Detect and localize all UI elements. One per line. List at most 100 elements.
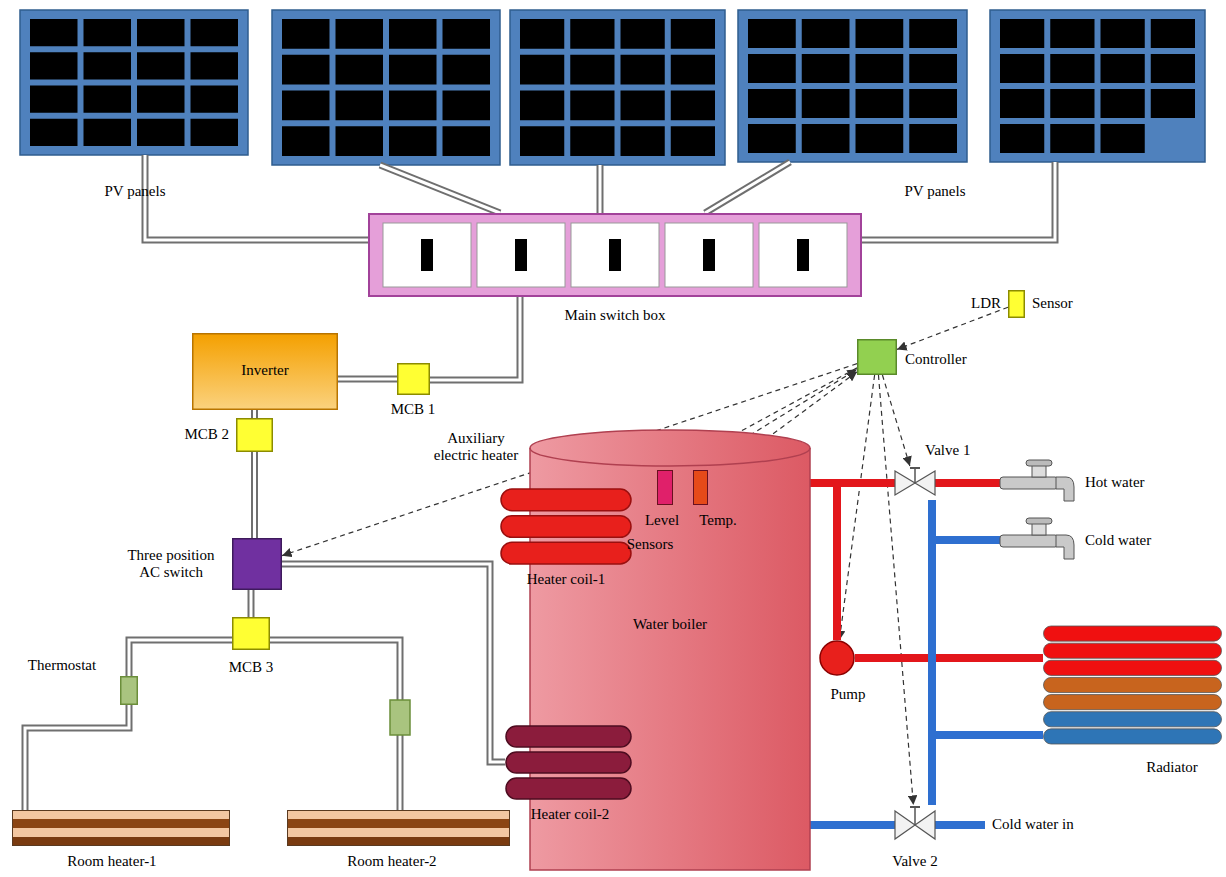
pv-cell bbox=[570, 126, 614, 156]
radiator-shape bbox=[1043, 625, 1222, 745]
heater-coil: Auxiliary electric heaterHeater coil-1 bbox=[500, 488, 632, 565]
thermostat-shape bbox=[120, 676, 138, 705]
pv-cell bbox=[621, 91, 665, 121]
level-sensor-shape bbox=[657, 470, 673, 505]
wire bbox=[145, 155, 368, 240]
thermostat: Thermostat bbox=[120, 676, 138, 705]
pv-cell bbox=[1101, 54, 1145, 83]
pv-cell bbox=[84, 52, 132, 79]
pv-cell bbox=[336, 19, 384, 49]
pv-cell bbox=[84, 119, 132, 146]
pv-cell bbox=[1050, 54, 1094, 83]
pv-cell bbox=[909, 124, 957, 153]
pv-cell bbox=[671, 55, 715, 85]
power-wire bbox=[338, 379, 397, 380]
part-label: Radiator bbox=[1146, 759, 1198, 776]
cold-water-pipe bbox=[932, 735, 1043, 805]
pv-cell bbox=[443, 91, 491, 121]
breaker-shape bbox=[236, 418, 273, 452]
power-wire bbox=[282, 564, 505, 762]
pv-cell bbox=[1151, 19, 1195, 48]
part-label: Hot water bbox=[1085, 474, 1145, 491]
part-label: Temp. bbox=[699, 512, 737, 529]
control-signal bbox=[882, 375, 909, 466]
control-signal bbox=[878, 375, 913, 805]
pv-cell bbox=[856, 54, 904, 83]
pv-cell bbox=[520, 55, 564, 85]
pv-cell bbox=[802, 89, 850, 118]
pv-cell bbox=[191, 52, 239, 79]
breaker: MCB 1 bbox=[397, 363, 430, 395]
pv-cell bbox=[282, 126, 330, 156]
power-wire bbox=[430, 297, 520, 380]
pv-cell bbox=[520, 19, 564, 49]
pv-panels bbox=[20, 10, 1205, 165]
pv-cell bbox=[1151, 89, 1195, 118]
power-wire bbox=[25, 705, 129, 810]
wire bbox=[599, 165, 602, 213]
valve: Valve 1 bbox=[895, 466, 935, 500]
pv-cell bbox=[1000, 54, 1044, 83]
pv-cell bbox=[389, 126, 437, 156]
part-label: Valve 2 bbox=[892, 853, 937, 870]
pv-panel bbox=[990, 10, 1205, 162]
part-label: Valve 1 bbox=[925, 442, 970, 459]
pv-cell bbox=[191, 119, 239, 146]
pv-cell bbox=[84, 19, 132, 46]
pv-cell bbox=[30, 86, 78, 113]
pv-cell bbox=[84, 86, 132, 113]
pv-cell bbox=[802, 124, 850, 153]
tap-shape bbox=[1000, 518, 1075, 564]
pv-cell bbox=[1000, 124, 1044, 153]
pv-cell bbox=[389, 91, 437, 121]
pv-cell bbox=[621, 19, 665, 49]
pv-cell bbox=[570, 91, 614, 121]
pv-cell bbox=[671, 91, 715, 121]
wire bbox=[862, 162, 1055, 240]
pv-cell bbox=[336, 126, 384, 156]
pv-cells bbox=[30, 19, 1195, 156]
sensor-label: Sensors bbox=[627, 536, 674, 553]
ldr-sensor: LDRSensor bbox=[1008, 290, 1025, 318]
level-sensor: Level bbox=[657, 470, 673, 505]
pv-cell bbox=[282, 55, 330, 85]
part-label: LDR bbox=[971, 295, 1001, 312]
controller-shape bbox=[857, 339, 897, 375]
pv-cell bbox=[748, 19, 796, 48]
pv-cell bbox=[1050, 19, 1094, 48]
part-label: Heater coil-2 bbox=[531, 806, 610, 823]
part-label: Level bbox=[645, 512, 679, 529]
pv-cell bbox=[520, 126, 564, 156]
pv-cell bbox=[570, 19, 614, 49]
ldr-sensor-shape bbox=[1008, 290, 1025, 318]
hot-water-pipe bbox=[855, 658, 1043, 659]
part-label: Controller bbox=[905, 351, 967, 368]
pv-cell bbox=[30, 119, 78, 146]
switch-box-shape bbox=[368, 213, 862, 297]
control-signal bbox=[897, 307, 1008, 349]
temp-sensor-shape bbox=[693, 470, 708, 505]
part-label: Thermostat bbox=[28, 657, 96, 674]
pump-shape bbox=[819, 640, 855, 676]
pv-cell bbox=[748, 124, 796, 153]
box-text: Inverter bbox=[241, 362, 288, 379]
heater-coil-shape bbox=[500, 488, 632, 565]
pv-cell bbox=[802, 19, 850, 48]
part-label: Cold water bbox=[1085, 532, 1151, 549]
pv-cell bbox=[191, 19, 239, 46]
pv-cell bbox=[282, 91, 330, 121]
part-label: Room heater-1 bbox=[67, 853, 156, 870]
heater-coil: Heater coil-2 bbox=[505, 725, 632, 800]
part-label: MCB 2 bbox=[184, 426, 229, 443]
pv-cell bbox=[30, 19, 78, 46]
pv-cell bbox=[191, 86, 239, 113]
pv-cell bbox=[621, 126, 665, 156]
cold-water-pipe bbox=[932, 540, 1000, 805]
pv-cell bbox=[570, 55, 614, 85]
pv-cell bbox=[1101, 19, 1145, 48]
breaker-shape bbox=[232, 617, 270, 650]
pv-cell bbox=[909, 54, 957, 83]
part-label: Room heater-2 bbox=[347, 853, 436, 870]
pv-cell bbox=[671, 19, 715, 49]
